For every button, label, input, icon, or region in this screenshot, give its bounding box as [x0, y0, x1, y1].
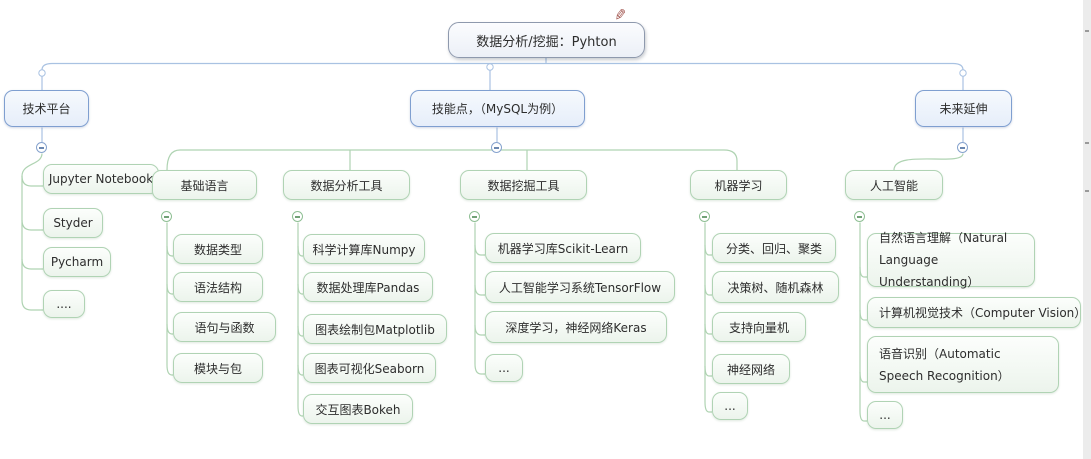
side-panel-mark — [1085, 30, 1089, 32]
node-matplotlib[interactable]: 图表绘制包Matplotlib — [303, 314, 447, 344]
node-ai[interactable]: 人工智能 — [845, 170, 943, 200]
node-statements-functions[interactable]: 语句与函数 — [173, 312, 276, 342]
node-pandas[interactable]: 数据处理库Pandas — [303, 272, 433, 302]
node-neural-network[interactable]: 神经网络 — [712, 354, 790, 384]
node-tensorflow[interactable]: 人工智能学习系统TensorFlow — [485, 271, 675, 303]
node-syntax-structure[interactable]: 语法结构 — [173, 272, 263, 302]
node-modules-packages[interactable]: 模块与包 — [173, 353, 263, 383]
side-panel-edge — [1083, 0, 1091, 459]
node-seaborn[interactable]: 图表可视化Seaborn — [303, 353, 436, 383]
node-classification-regression-clustering[interactable]: 分类、回归、聚类 — [712, 233, 836, 263]
node-numpy[interactable]: 科学计算库Numpy — [303, 234, 425, 264]
node-data-analysis-tools[interactable]: 数据分析工具 — [283, 170, 410, 200]
node-ai-more[interactable]: ... — [867, 401, 903, 429]
collapse-button-analysis-tools[interactable] — [292, 211, 303, 222]
node-keras[interactable]: 深度学习，神经网络Keras — [485, 311, 667, 343]
node-basic-language[interactable]: 基础语言 — [152, 170, 257, 200]
node-skills[interactable]: 技能点，（MySQL为例） — [410, 90, 585, 127]
node-computer-vision[interactable]: 计算机视觉技术（Computer Vision） — [867, 297, 1086, 328]
node-machine-learning[interactable]: 机器学习 — [690, 170, 787, 200]
side-panel-mark — [1085, 142, 1089, 144]
node-tech-platform-more[interactable]: .... — [43, 290, 85, 318]
node-pycharm[interactable]: Pycharm — [43, 247, 111, 277]
collapse-button-machine-learning[interactable] — [699, 211, 710, 222]
node-root[interactable]: 数据分析/挖掘：Pyhton — [448, 22, 645, 58]
collapse-button-mining-tools[interactable] — [469, 211, 480, 222]
node-tech-platform[interactable]: 技术平台 — [4, 90, 89, 127]
node-data-mining-tools[interactable]: 数据挖掘工具 — [460, 170, 587, 200]
node-jupyter-notebook[interactable]: Jupyter Notebook — [43, 164, 159, 194]
edit-pencil-icon: ✎ — [612, 5, 628, 25]
node-mining-tools-more[interactable]: ... — [485, 354, 523, 382]
node-svm[interactable]: 支持向量机 — [712, 312, 806, 342]
node-decision-tree-random-forest[interactable]: 决策树、随机森林 — [712, 271, 839, 303]
node-styder[interactable]: Styder — [43, 208, 103, 238]
node-bokeh[interactable]: 交互图表Bokeh — [303, 394, 413, 424]
node-data-type[interactable]: 数据类型 — [173, 234, 263, 264]
node-scikit-learn[interactable]: 机器学习库Scikit-Learn — [485, 233, 641, 263]
collapse-button-basic-language[interactable] — [161, 211, 172, 222]
collapse-button-skills[interactable] — [491, 142, 502, 153]
node-natural-language-understanding[interactable]: 自然语言理解（Natural Language Understanding） — [867, 231, 1035, 289]
side-panel-mark — [1085, 190, 1089, 192]
collapse-button-ai[interactable] — [854, 211, 865, 222]
collapse-button-future-extension[interactable] — [957, 142, 968, 153]
node-machine-learning-more[interactable]: ... — [712, 392, 748, 420]
node-future-extension[interactable]: 未来延伸 — [915, 90, 1012, 127]
node-speech-recognition[interactable]: 语音识别（Automatic Speech Recognition） — [867, 336, 1059, 393]
collapse-button-tech-platform[interactable] — [36, 142, 47, 153]
